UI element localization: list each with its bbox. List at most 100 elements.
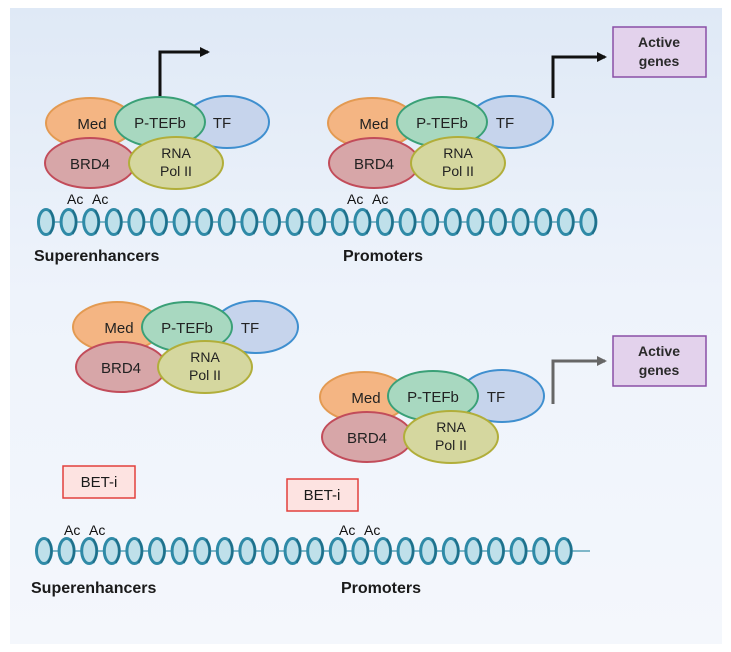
svg-text:BET-i: BET-i (81, 474, 118, 491)
dna-chromatin-bottom (35, 537, 590, 565)
active-genes-box-bottom: Active genes (612, 335, 707, 387)
dna-coil-shade (340, 538, 347, 564)
svg-text:TF: TF (496, 115, 514, 132)
dna-coil-shade (568, 209, 575, 235)
rna-pol-ii-oval: RNA Pol II (403, 410, 499, 464)
svg-text:Active: Active (638, 343, 680, 359)
active-genes-box-top: Active genes (612, 26, 707, 78)
dna-coil-shade (273, 538, 279, 564)
svg-text:TF: TF (487, 389, 505, 406)
svg-text:RNA: RNA (436, 419, 466, 435)
dna-coil-shade (160, 538, 166, 564)
svg-text:Pol II: Pol II (189, 367, 221, 383)
dna-coil-shade (499, 538, 505, 564)
svg-text:BET-i: BET-i (304, 487, 341, 504)
brd4-oval: BRD4 (328, 137, 420, 189)
svg-text:TF: TF (213, 115, 231, 132)
dna-coil-shade (523, 209, 530, 235)
svg-text:P-TEFb: P-TEFb (134, 115, 186, 132)
dna-coil-shade (363, 538, 369, 564)
tf-oval: TF (459, 369, 545, 423)
dna-coil-shade (591, 209, 597, 235)
brd4-oval: BRD4 (321, 411, 413, 463)
svg-text:BRD4: BRD4 (70, 156, 110, 173)
dna-coil-shade (408, 538, 415, 564)
svg-text:genes: genes (639, 53, 680, 69)
dna-coil-shade (49, 209, 55, 235)
tf-oval: TF (184, 95, 270, 149)
svg-text:RNA: RNA (190, 349, 220, 365)
svg-text:RNA: RNA (443, 145, 473, 161)
svg-text:Pol II: Pol II (160, 163, 192, 179)
dna-coil-shade (94, 209, 100, 235)
ac-label: Ac (347, 191, 363, 207)
svg-text:P-TEFb: P-TEFb (407, 389, 459, 406)
dna-coil-shade (476, 538, 482, 564)
dna-coil-shade (207, 209, 213, 235)
protein-complex-displaced: TF Med P-TEFb BRD4 RNA Pol II (72, 300, 299, 394)
svg-text:P-TEFb: P-TEFb (161, 320, 213, 337)
dna-coil-shade (139, 209, 145, 235)
ac-label: Ac (339, 522, 355, 538)
dna-coil-shade (162, 209, 168, 235)
dna-chromatin-top (37, 208, 598, 236)
dna-coil-shade (114, 538, 121, 564)
dna-coil-shade (433, 209, 439, 235)
dna-coil-shade (250, 538, 256, 564)
svg-text:BRD4: BRD4 (101, 360, 141, 377)
dna-coil-shade (388, 209, 394, 235)
dna-coil-shade (521, 538, 528, 564)
ptefb-oval: P-TEFb (141, 301, 233, 353)
dna-coil-shade (227, 538, 234, 564)
superenhancers-label-top: Superenhancers (34, 248, 159, 265)
dna-coil-shade (69, 538, 76, 564)
protein-complex-top-promoter: TF Med P-TEFb BRD4 RNA Pol II (327, 95, 554, 190)
dna-coil-shade (453, 538, 460, 564)
dna-coil-shade (546, 209, 552, 235)
promoters-label-top: Promoters (343, 248, 423, 265)
dna-coil-shade (92, 538, 98, 564)
svg-text:P-TEFb: P-TEFb (416, 115, 468, 132)
dna-coil-shade (71, 209, 78, 235)
svg-text:Med: Med (77, 116, 106, 133)
protein-complex-top-superenhancer: TF Med P-TEFb BRD4 RNA Pol II (44, 95, 270, 190)
dna-coil-shade (229, 209, 236, 235)
dna-coil-shade (342, 209, 349, 235)
dna-coil-shade (182, 538, 189, 564)
dna-coil-shade (431, 538, 437, 564)
svg-text:Med: Med (104, 320, 133, 337)
svg-text:Med: Med (351, 390, 380, 407)
ac-label: Ac (92, 191, 108, 207)
promoters-label-bottom: Promoters (341, 580, 421, 597)
svg-text:TF: TF (241, 320, 259, 337)
svg-text:BRD4: BRD4 (347, 430, 387, 447)
ac-label: Ac (89, 522, 105, 538)
dna-coil-shade (566, 538, 573, 564)
rna-pol-ii-oval: RNA Pol II (157, 340, 253, 394)
tf-oval: TF (213, 300, 299, 354)
tf-oval: TF (468, 95, 554, 149)
ptefb-oval: P-TEFb (114, 96, 206, 148)
ac-label: Ac (372, 191, 388, 207)
svg-text:Pol II: Pol II (435, 437, 467, 453)
dna-coil-shade (386, 538, 392, 564)
svg-text:Med: Med (359, 116, 388, 133)
svg-text:BRD4: BRD4 (354, 156, 394, 173)
bet-inhibitor-box-left: BET-i (62, 465, 136, 499)
rna-pol-ii-oval: RNA Pol II (128, 136, 224, 190)
rna-pol-ii-oval: RNA Pol II (410, 136, 506, 190)
ac-label: Ac (64, 522, 80, 538)
transcription-arrow-top-right (551, 52, 607, 98)
bet-inhibitor-box-right: BET-i (286, 478, 359, 512)
dna-coil-shade (478, 209, 484, 235)
dna-coil-shade (137, 538, 143, 564)
dna-coil-shade (116, 209, 123, 235)
ac-label: Ac (364, 522, 380, 538)
brd4-oval: BRD4 (44, 137, 136, 189)
transcription-arrow-top-left (158, 47, 210, 98)
dna-coil-shade (252, 209, 258, 235)
dna-coil-shade (47, 538, 53, 564)
dna-coil-shade (205, 538, 211, 564)
